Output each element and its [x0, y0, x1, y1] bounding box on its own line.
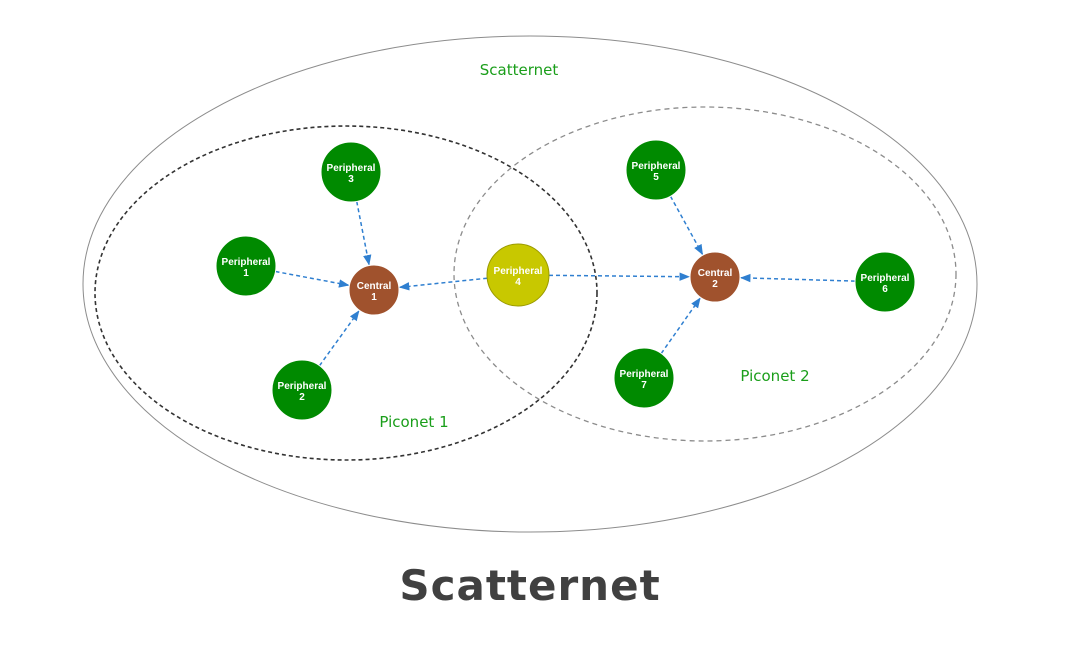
peripheral-5-label-line1: Peripheral [632, 161, 681, 172]
central-1-label-line1: Central [357, 281, 392, 292]
piconet-2-boundary [453, 106, 957, 442]
peripheral-4-label-line2: 4 [515, 277, 521, 288]
peripheral-2-label-line2: 2 [299, 392, 305, 403]
node-central-1[interactable]: Central 1 [348, 264, 400, 316]
peripheral-2-circle [271, 359, 333, 421]
link-p3-to-c1 [356, 201, 372, 266]
link-p4-to-c1 [398, 277, 488, 291]
diagram-title: Scatternet [399, 561, 660, 610]
peripheral-5-circle [625, 139, 687, 201]
peripheral-4-circle [486, 243, 550, 307]
node-peripheral-4[interactable]: Peripheral 4 [486, 243, 550, 307]
peripheral-6-label-line2: 6 [882, 284, 888, 295]
node-peripheral-2[interactable]: Peripheral 2 [271, 359, 333, 421]
peripheral-3-label-line2: 3 [348, 174, 354, 185]
peripheral-1-label-line1: Peripheral [222, 257, 271, 268]
node-peripheral-6[interactable]: Peripheral 6 [854, 251, 916, 313]
peripheral-1-label-line2: 1 [243, 268, 249, 279]
piconet-2-label: Piconet 2 [740, 367, 809, 385]
link-p4-to-c2 [548, 272, 691, 281]
peripheral-5-label-line2: 5 [653, 172, 659, 183]
central-1-label-line2: 1 [371, 292, 377, 303]
central-2-circle [689, 251, 741, 303]
scatternet-label: Scatternet [480, 61, 559, 79]
peripheral-7-circle [613, 347, 675, 409]
piconet-1-label: Piconet 1 [379, 413, 448, 431]
central-1-circle [348, 264, 400, 316]
central-2-label-line1: Central [698, 268, 733, 279]
peripheral-4-label-line1: Peripheral [494, 266, 543, 277]
piconet-1-boundary [94, 125, 598, 461]
node-peripheral-3[interactable]: Peripheral 3 [320, 141, 382, 203]
peripheral-6-circle [854, 251, 916, 313]
peripheral-7-label-line1: Peripheral [620, 369, 669, 380]
peripheral-6-label-line1: Peripheral [861, 273, 910, 284]
scatternet-boundary [82, 35, 978, 533]
node-peripheral-1[interactable]: Peripheral 1 [215, 235, 277, 297]
peripheral-2-label-line1: Peripheral [278, 381, 327, 392]
link-p2-to-c1 [318, 310, 360, 367]
link-group [275, 195, 856, 367]
node-peripheral-5[interactable]: Peripheral 5 [625, 139, 687, 201]
link-p7-to-c2 [660, 297, 701, 354]
peripheral-1-circle [215, 235, 277, 297]
peripheral-3-circle [320, 141, 382, 203]
peripheral-3-label-line1: Peripheral [327, 163, 376, 174]
link-p6-to-c2 [739, 273, 856, 283]
central-2-label-line2: 2 [712, 279, 718, 290]
node-central-2[interactable]: Central 2 [689, 251, 741, 303]
node-peripheral-7[interactable]: Peripheral 7 [613, 347, 675, 409]
link-p1-to-c1 [275, 270, 350, 288]
link-p5-to-c2 [669, 195, 704, 256]
peripheral-7-label-line2: 7 [641, 380, 647, 391]
